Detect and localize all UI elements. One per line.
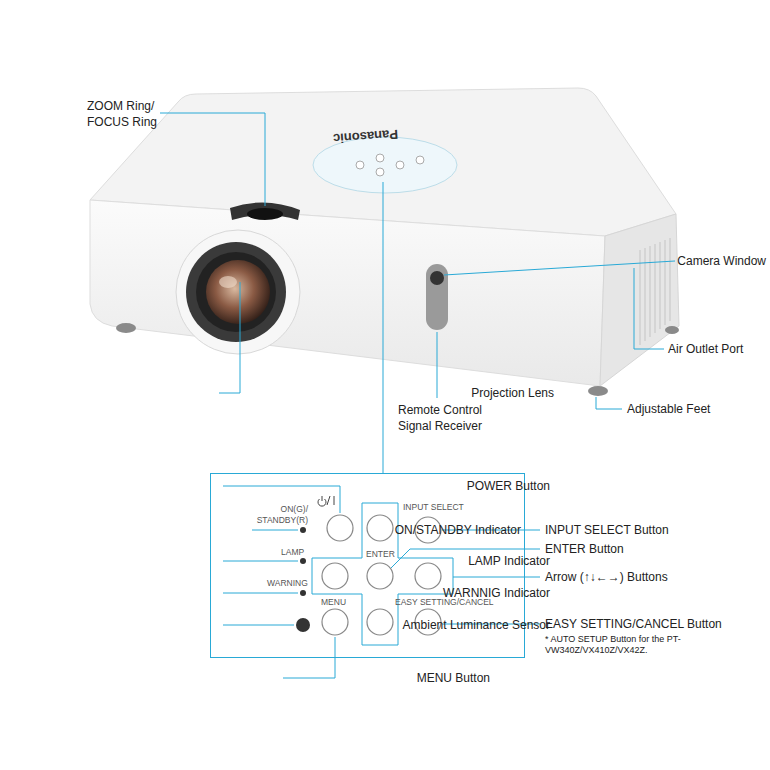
panel-text: ENTER [366,549,395,560]
part-label: Remote Control Signal Receiver [398,402,508,434]
panel-text: MENU [321,597,346,608]
panel-text: ON(G)/ STANDBY(R) [244,504,308,526]
lens-barrel [196,252,276,332]
panel-text: LAMP [281,547,304,558]
front-face [90,200,605,386]
part-label: LAMP Indicator [468,553,550,569]
leader-lines [160,113,675,678]
zoom-ring [247,208,283,220]
panel-text: INPUT SELECT [403,502,464,513]
power-symbol [318,496,334,506]
part-label: Camera Window [677,253,766,269]
part-label: EASY SETTING/CANCEL Button [545,616,722,632]
part-label: Ambient Luminance Sensor [403,617,550,633]
part-label: Air Outlet Port [668,341,743,357]
lens-bezel [176,230,300,354]
panel-text: WARNING [267,578,308,589]
part-label: INPUT SELECT Button [545,522,669,538]
part-label: * AUTO SETUP Button for the PT-VW340Z/VX… [545,634,695,656]
part-label: Arrow (↑↓←→) Buttons [545,569,668,585]
lens-glass [206,260,270,324]
side-face [600,214,679,386]
panel-buttons [356,154,424,176]
ambient-sensor [296,618,310,632]
lens-barrel [186,242,286,342]
part-label: ENTER Button [545,541,624,557]
camera-window [430,271,444,285]
part-label: POWER Button [467,478,550,494]
lens-highlight [219,276,237,288]
part-label: MENU Button [417,670,490,686]
foot [116,323,136,333]
receiver-window [426,264,448,330]
foot [665,326,679,334]
foot [588,386,608,396]
part-label: WARNNIG Indicator [443,585,550,601]
part-label: Projection Lens [471,385,554,401]
part-label: ON/STANDBY Indicator [395,522,521,538]
part-label: Adjustable Feet [627,401,710,417]
part-label: ZOOM Ring/ FOCUS Ring [87,98,167,130]
